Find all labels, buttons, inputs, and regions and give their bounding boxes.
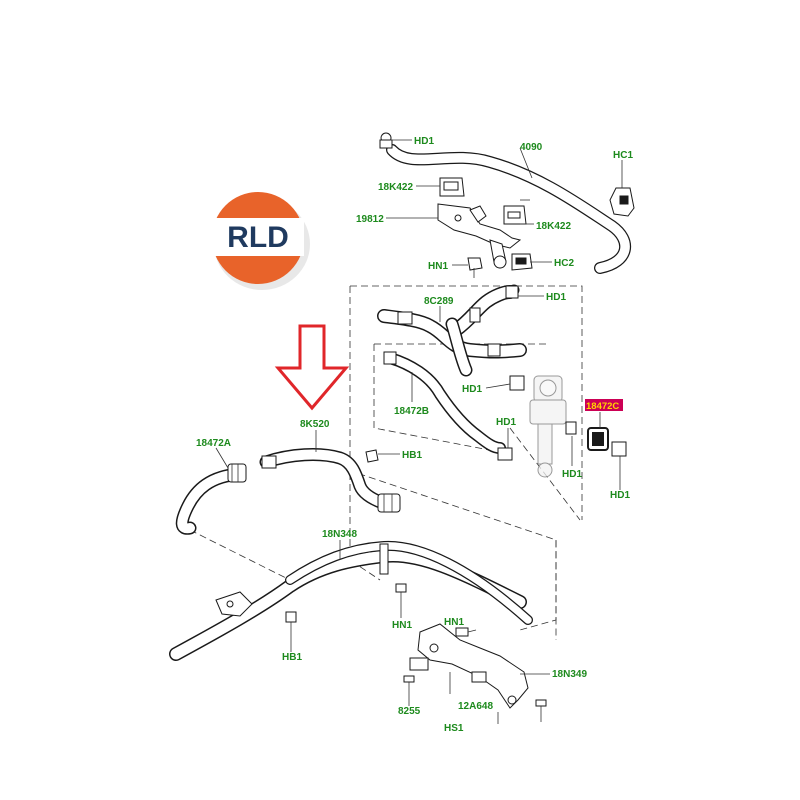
clip-18k422-c xyxy=(469,205,487,223)
label-hb1-a: HB1 xyxy=(402,450,422,461)
bracket-19812 xyxy=(437,203,522,269)
hose-18472a xyxy=(175,463,247,535)
label-hd1-d: HD1 xyxy=(496,417,516,428)
label-hd1-f: HD1 xyxy=(610,490,630,501)
hose-8c289 xyxy=(377,284,527,377)
highlight-18472c: 18472C xyxy=(585,399,623,412)
bolt-12a648 xyxy=(449,671,487,694)
label-hd1-e: HD1 xyxy=(562,469,582,480)
clamp-hd1-e xyxy=(565,421,577,435)
hose-4090 xyxy=(379,132,632,274)
label-4090: 4090 xyxy=(520,142,543,153)
label-hb1-b: HB1 xyxy=(282,652,302,663)
label-18n348: 18N348 xyxy=(322,529,357,540)
label-8c289: 8C289 xyxy=(424,296,454,307)
bolt-8255 xyxy=(403,675,415,696)
pipe-18n348 xyxy=(169,540,533,661)
clamp-hd1-d xyxy=(497,447,513,461)
label-hc2: HC2 xyxy=(554,258,574,269)
label-8k520: 8K520 xyxy=(300,419,330,430)
clamp-hc1 xyxy=(609,187,635,217)
rld-logo: RLD xyxy=(212,192,310,290)
nut-hn1-top xyxy=(467,257,483,278)
label-18472b: 18472B xyxy=(394,406,429,417)
red-down-arrow xyxy=(274,324,350,411)
label-hd1-b: HD1 xyxy=(546,292,566,303)
label-18n349: 18N349 xyxy=(552,669,587,680)
clip-hb1-b xyxy=(285,611,297,632)
clamp-hd1-c xyxy=(509,375,525,391)
bolt-hs1 xyxy=(497,699,547,724)
label-8255: 8255 xyxy=(398,706,421,717)
label-hd1-top: HD1 xyxy=(414,136,434,147)
label-18472c: 18472C xyxy=(586,401,619,412)
logo-text: RLD xyxy=(227,221,289,254)
hose-18472b xyxy=(383,351,506,454)
part-labels: HD1 4090 HC1 18K422 19812 18K422 HN1 HC2… xyxy=(196,136,633,734)
hose-18472c xyxy=(587,427,609,451)
label-18k422-a: 18K422 xyxy=(378,182,413,193)
label-hs1: HS1 xyxy=(444,723,464,734)
label-18k422-b: 18K422 xyxy=(536,221,571,232)
nut-hn1-b xyxy=(395,583,407,602)
clip-18k422-b xyxy=(503,205,527,225)
label-18472a: 18472A xyxy=(196,438,231,449)
clamp-hd1-f xyxy=(611,441,627,457)
label-hc1: HC1 xyxy=(613,150,633,161)
clip-18k422-a xyxy=(439,177,465,197)
label-hn1-b: HN1 xyxy=(392,620,412,631)
label-hn1-top: HN1 xyxy=(428,261,448,272)
clip-hb1-a xyxy=(365,449,379,463)
label-hd1-c: HD1 xyxy=(462,384,482,395)
valve-assembly xyxy=(529,375,567,478)
nut-hn1-c xyxy=(455,627,469,637)
label-12a648: 12A648 xyxy=(458,701,493,712)
label-hn1-c: HN1 xyxy=(444,617,464,628)
hose-8k520 xyxy=(259,448,401,513)
clamp-hc2 xyxy=(511,253,533,271)
bracket-18n349 xyxy=(409,623,529,709)
clamp-hd1-b xyxy=(505,285,519,299)
leader-lines xyxy=(215,139,623,706)
label-19812: 19812 xyxy=(356,214,384,225)
